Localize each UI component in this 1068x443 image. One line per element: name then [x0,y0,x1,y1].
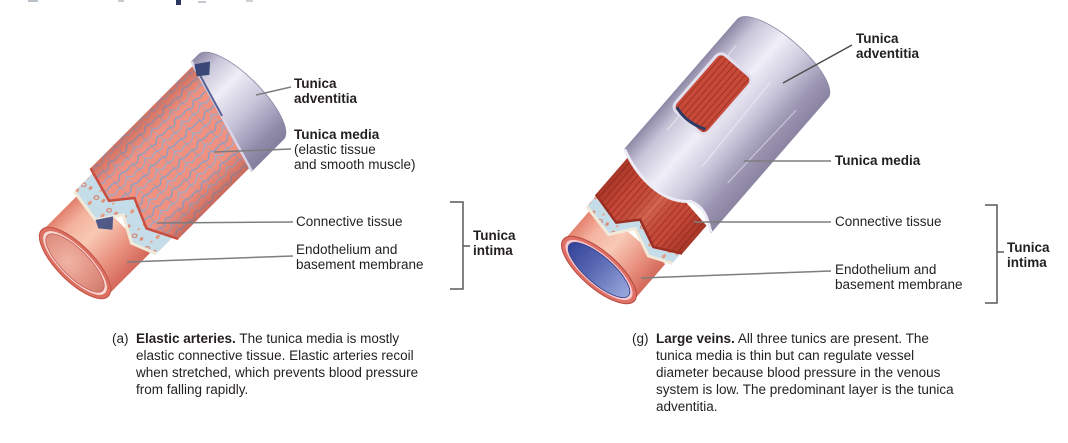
artery-tunica-adventitia [191,51,287,172]
label-g-tunica-intima: Tunica intima [1007,240,1050,270]
caption-a-body: The tunica media is mostly elastic conne… [136,331,419,397]
intima-bracket-a [450,201,470,290]
vein-window-striations [674,53,751,134]
label-a-connective-tissue: Connective tissue [296,214,403,229]
label-g-tunica-adventitia: Tunica adventitia [856,31,920,61]
caption-a-title: Elastic arteries. [136,331,236,346]
artery-media-cut-rim [89,167,179,241]
vein-media-cut-rim [594,193,683,255]
caption-g-text: Large veins. All three tunics are presen… [656,330,966,415]
large-vein-illustration [561,16,831,305]
vein-connective-cut-rim [585,205,673,265]
artery-inner-tube [42,188,150,296]
label-g-connective-tissue: Connective tissue [835,214,942,229]
caption-a-tag: (a) [112,331,129,346]
label-a-endothelium: Endothelium and basement membrane [296,242,424,272]
caption-g-tag: (g) [632,331,649,346]
artery-lumen [45,233,105,293]
vein-window-rim [672,52,753,136]
intima-bracket-g [985,204,1004,304]
vein-window-shadow [675,106,706,131]
label-a-tunica-intima: Tunica intima [473,228,516,258]
artery-notch-shadow [194,61,211,77]
elastic-artery-illustration [38,51,287,300]
caption-g-title: Large veins. [656,331,735,346]
cropped-text-fragment [28,0,253,5]
label-a-tunica-media-sub: (elastic tissue and smooth muscle) [294,142,416,172]
caption-a: (a) Elastic arteries. The tunica media i… [112,330,438,398]
label-a-tunica-adventitia: Tunica adventitia [294,76,358,106]
caption-g-body: All three tunics are present. The tunica… [656,331,954,414]
vein-inner-tube [564,203,666,301]
label-a-tunica-media: Tunica media [294,127,380,142]
vein-media-shading [595,146,707,254]
caption-a-text: Elastic arteries. The tunica media is mo… [136,330,438,398]
artery-media-shading [90,66,251,239]
caption-g: (g) Large veins. All three tunics are pr… [632,330,966,415]
artery-connective-cut-rim [73,190,157,256]
label-g-tunica-media: Tunica media [835,153,921,168]
vein-lumen [567,242,631,298]
label-g-endothelium: Endothelium and basement membrane [835,262,963,292]
artery-cut-shadow [95,216,114,230]
